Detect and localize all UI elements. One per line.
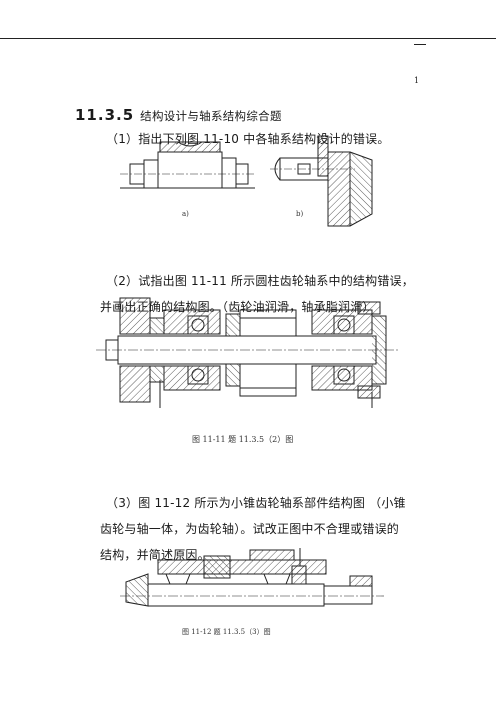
figure-a-label: a): [182, 210, 189, 218]
question-3-line-1: （3）图 11-12 所示为小锥齿轮轴系部件结构图 （小锥: [106, 496, 406, 510]
section-heading: 11.3.5 结构设计与轴系结构综合题: [75, 106, 282, 124]
question-3-line-2: 齿轮与轴一体，为齿轮轴）。试改正图中不合理或错误的: [100, 522, 400, 536]
figure-11-12: [120, 548, 384, 607]
question-3-line-3: 结构，并简述原因。: [100, 548, 210, 562]
figure-11-11: [96, 297, 400, 408]
question-2-line-2: 并画出正确的结构图。（齿轮油润滑，轴承脂润滑）: [100, 300, 375, 314]
section-title: 结构设计与轴系结构综合题: [140, 109, 282, 123]
figure-11-12-caption: 图 11-12 题 11.3.5（3）图: [182, 628, 271, 636]
header-rule: [0, 38, 496, 39]
page-number: 1: [414, 76, 420, 85]
figure-b-label: b): [296, 210, 303, 218]
section-number: 11.3.5: [75, 106, 135, 124]
header-dash: [414, 44, 426, 45]
figure-11-11-caption: 图 11-11 题 11.3.5（2）图: [192, 435, 293, 444]
figure-11-10-b: [270, 135, 373, 227]
question-2-line-1: （2）试指出图 11-11 所示圆柱齿轮轴系中的结构错误，: [106, 274, 414, 288]
figure-11-10-a: [120, 141, 255, 189]
